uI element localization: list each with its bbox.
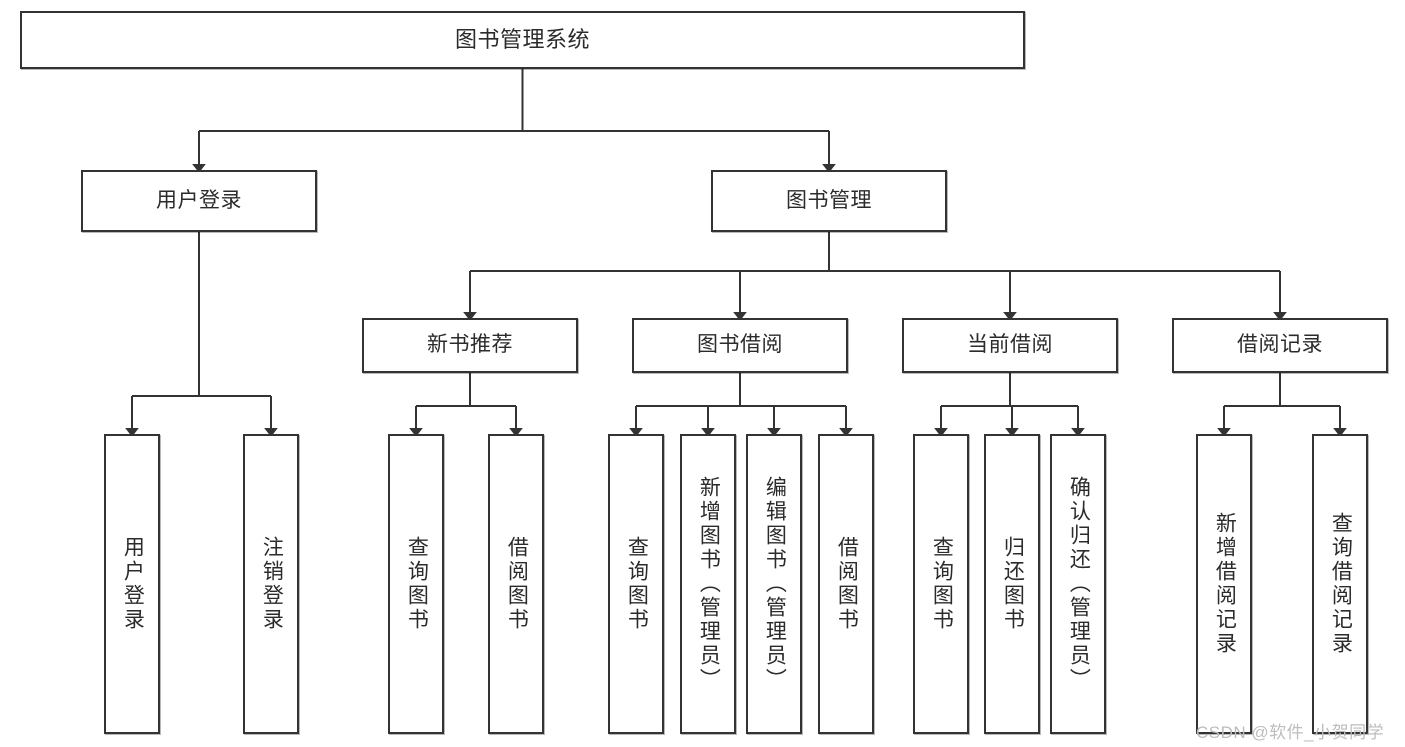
node-leaf-query-book-rec[interactable]: 查询图书 [388,434,444,734]
node-leaf-query-book-borrow[interactable]: 查询图书 [608,434,664,734]
node-label: 查询图书 [625,536,649,632]
node-label: 新书推荐 [427,333,513,357]
node-leaf-edit-book-admin[interactable]: 编辑图书（管理员） [746,434,802,734]
node-label: 编辑图书（管理员） [763,476,787,692]
node-user-login[interactable]: 用户登录 [81,170,317,232]
node-leaf-return-book[interactable]: 归还图书 [984,434,1040,734]
node-leaf-confirm-return-admin[interactable]: 确认归还（管理员） [1050,434,1106,734]
node-label: 借阅图书 [505,536,529,632]
node-label: 查询图书 [930,536,954,632]
node-label: 新增图书（管理员） [697,476,721,692]
node-label: 用户登录 [121,536,145,632]
node-leaf-add-book-admin[interactable]: 新增图书（管理员） [680,434,736,734]
node-label: 当前借阅 [967,333,1053,357]
node-book-borrow[interactable]: 图书借阅 [632,318,848,373]
node-leaf-borrow-book-rec[interactable]: 借阅图书 [488,434,544,734]
node-new-book-rec[interactable]: 新书推荐 [362,318,578,373]
node-label: 借阅图书 [835,536,859,632]
node-label: 图书管理系统 [454,27,590,53]
node-book-manage[interactable]: 图书管理 [711,170,947,232]
node-label: 查询借阅记录 [1329,512,1353,656]
node-label: 归还图书 [1001,536,1025,632]
node-label: 图书管理 [786,188,872,212]
node-label: 注销登录 [260,536,284,632]
watermark-text: CSDN @软件_小贺同学 [1196,723,1385,742]
node-label: 确认归还（管理员） [1067,476,1091,692]
node-leaf-user-login[interactable]: 用户登录 [104,434,160,734]
node-leaf-add-borrow-record[interactable]: 新增借阅记录 [1196,434,1252,734]
node-current-borrow[interactable]: 当前借阅 [902,318,1118,373]
node-label: 借阅记录 [1237,333,1323,357]
node-label: 查询图书 [405,536,429,632]
node-label: 用户登录 [156,188,242,212]
node-root[interactable]: 图书管理系统 [20,11,1025,69]
node-leaf-borrow-book[interactable]: 借阅图书 [818,434,874,734]
node-borrow-record[interactable]: 借阅记录 [1172,318,1388,373]
node-label: 图书借阅 [697,333,783,357]
node-leaf-query-book-current[interactable]: 查询图书 [913,434,969,734]
node-leaf-query-borrow-record[interactable]: 查询借阅记录 [1312,434,1368,734]
node-label: 新增借阅记录 [1213,512,1237,656]
node-leaf-logout-login[interactable]: 注销登录 [243,434,299,734]
